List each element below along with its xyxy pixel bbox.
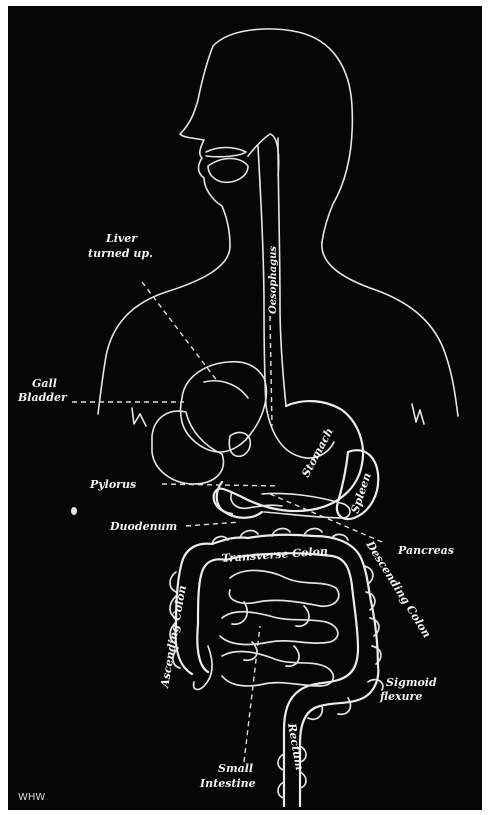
liver-outline	[181, 362, 267, 452]
stomach-label: Stomach	[299, 426, 336, 480]
small-intestine-coil-2	[220, 612, 338, 645]
pharynx	[248, 134, 279, 176]
stray-blot	[71, 507, 77, 515]
right-shoulder-outline	[322, 242, 458, 416]
duodenum-leader-line	[186, 522, 240, 526]
oesophagus-tube-left	[258, 146, 266, 406]
gall-bladder-label-line1: Gall	[32, 377, 57, 390]
nasal-cavity	[206, 148, 246, 157]
sigmoid-flexure-label-line2: flexure	[379, 690, 422, 703]
stomach-outline	[214, 401, 363, 514]
spleen-label: Spleen	[348, 471, 373, 515]
small-intestine-coil-1	[229, 570, 339, 606]
liver-label-line1: Liver	[105, 232, 138, 245]
oesophagus-tube-right	[278, 138, 286, 406]
right-arm-crease	[412, 404, 424, 424]
anatomy-plate: Liver turned up. Gall Bladder Oesophagus…	[8, 6, 482, 810]
liver-lower-lobe	[152, 411, 223, 484]
small-intestine-label-line2: Intestine	[199, 777, 256, 790]
ascending-colon-label: Ascending Colon	[158, 584, 189, 689]
artist-monogram: WHW	[18, 792, 45, 803]
head-profile-outline	[213, 29, 352, 242]
tongue	[208, 159, 248, 183]
pancreas-label: Pancreas	[397, 544, 454, 557]
left-shoulder-outline	[98, 246, 230, 414]
sigmoid-flexure-label-line1: Sigmoid	[386, 676, 437, 689]
rectum-label: Rectum	[285, 721, 306, 771]
pylorus-leader-line	[162, 484, 278, 486]
liver-inner-line	[204, 381, 248, 398]
gall-bladder-label-line2: Bladder	[17, 391, 68, 404]
oesophagus-label: Oesophagus	[268, 246, 279, 314]
small-intestine-label-line1: Small	[218, 762, 253, 775]
pylorus-label: Pylorus	[89, 478, 136, 491]
oesophagus-leader-line	[270, 316, 272, 426]
liver-label-line2: turned up.	[88, 247, 153, 260]
small-intestine-coil-3	[222, 652, 333, 686]
transverse-colon-label: Transverse Colon	[221, 545, 328, 565]
small-intestine-leader-line	[244, 626, 260, 762]
duodenum-label: Duodenum	[109, 520, 177, 533]
digestive-system-diagram: Liver turned up. Gall Bladder Oesophagus…	[8, 6, 482, 810]
left-arm-crease	[132, 408, 146, 426]
face-outline	[180, 46, 230, 246]
duodenum-outline	[217, 482, 262, 518]
